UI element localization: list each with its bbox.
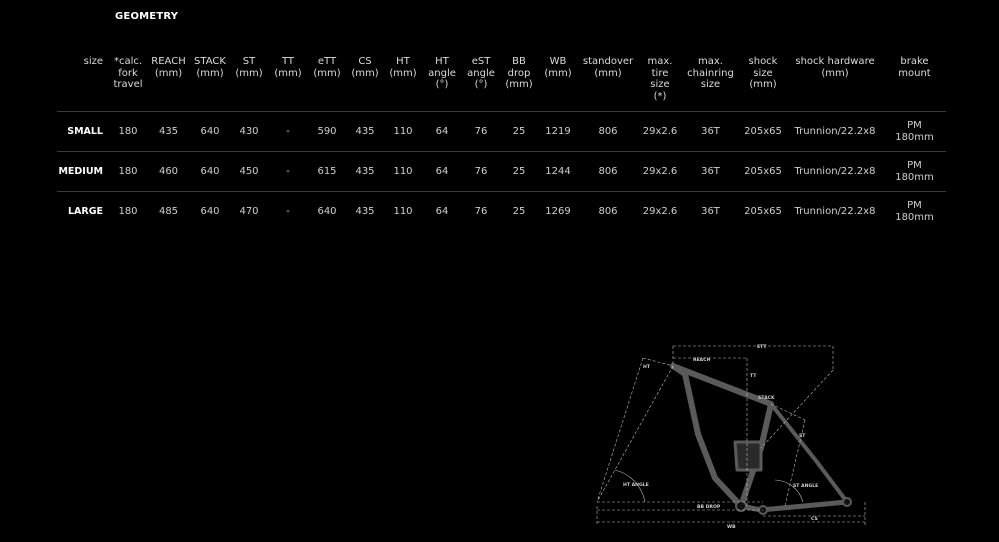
column-header: STACK (mm)	[190, 52, 230, 112]
table-cell: 640	[317, 205, 337, 217]
table-cell: 25	[512, 205, 526, 217]
table-cell: PM 180mm	[895, 200, 934, 223]
column-header-size: size	[57, 52, 109, 112]
column-header: WB (mm)	[538, 52, 578, 112]
table-cell: 1244	[538, 151, 578, 192]
table-cell: 205x65	[739, 111, 787, 152]
table-cell: 76	[474, 205, 488, 217]
table-cell: 640	[200, 205, 220, 217]
column-header: brake mount	[883, 52, 946, 112]
table-cell: 1269	[545, 205, 571, 217]
column-header: HT angle (°)	[422, 52, 462, 112]
table-cell: 640	[190, 111, 230, 152]
table-cell: 615	[308, 151, 346, 192]
wb-label: WB	[727, 524, 736, 530]
table-cell: 435	[346, 111, 384, 152]
table-cell: 205x65	[744, 205, 782, 217]
table-cell: 25	[500, 151, 538, 192]
table-cell: 205x65	[739, 151, 787, 192]
table-cell: 806	[598, 205, 618, 217]
table-cell: 470	[239, 205, 259, 217]
table-cell: 36T	[682, 151, 739, 192]
table-cell: 76	[462, 151, 500, 192]
ht-angle-label: HT ANGLE	[623, 482, 649, 488]
table-row: LARGE 180 485 640 470 - 640 435 110 64 76 25 1269 806…	[57, 192, 946, 232]
table-cell: 76	[462, 111, 500, 152]
column-header: ST (mm)	[230, 52, 268, 112]
bb-drop-label: BB DROP	[697, 504, 721, 510]
page-title: GEOMETRY	[115, 11, 179, 22]
table-cell: 180	[109, 151, 147, 192]
column-header: *calc. fork travel	[109, 52, 147, 112]
column-header: standover (mm)	[578, 52, 638, 112]
column-header: shock hardware (mm)	[787, 52, 883, 112]
angle-arcs	[614, 469, 804, 503]
stack-label: STACK	[758, 395, 775, 401]
table-cell: 435	[147, 111, 190, 152]
size-name-cell: MEDIUM	[57, 151, 109, 192]
tt-label: TT	[750, 373, 757, 379]
table-cell: 25	[500, 111, 538, 152]
table-cell: 450	[230, 151, 268, 192]
column-header: eST angle (°)	[462, 52, 500, 112]
geometry-diagram: ETT REACH TT HT STACK ST HT ANGLE ST ANG…	[585, 330, 875, 542]
table-cell: 430	[230, 111, 268, 152]
table-cell: 110	[384, 151, 422, 192]
column-header: shock size (mm)	[739, 52, 787, 112]
table-cell: 180	[118, 205, 138, 217]
column-header: REACH (mm)	[147, 52, 190, 112]
table-cell: -	[268, 151, 308, 192]
column-header: BB drop (mm)	[500, 52, 538, 112]
ht-label: HT	[643, 364, 651, 370]
reach-label: REACH	[693, 357, 711, 363]
table-cell: 435	[346, 151, 384, 192]
frame-silhouette	[670, 363, 852, 515]
table-cell: 29x2.6	[638, 111, 682, 152]
ett-label: ETT	[757, 344, 767, 350]
table-cell: 590	[308, 111, 346, 152]
table-cell: PM 180mm	[883, 151, 946, 192]
column-header: max. tire size (*)	[638, 52, 682, 112]
dimension-lines	[596, 345, 866, 526]
cs-label: CS	[811, 516, 818, 522]
size-name-cell: SMALL	[57, 111, 109, 152]
column-header: CS (mm)	[346, 52, 384, 112]
table-cell: 110	[393, 205, 413, 217]
table-cell: 640	[190, 151, 230, 192]
column-header: HT (mm)	[384, 52, 422, 112]
table-cell: 64	[422, 151, 462, 192]
table-cell: 29x2.6	[642, 205, 678, 217]
table-cell: -	[268, 111, 308, 152]
table-cell: 36T	[682, 111, 739, 152]
table-cell: PM 180mm	[883, 111, 946, 152]
column-header: TT (mm)	[268, 52, 308, 112]
size-name-cell: LARGE	[67, 205, 103, 217]
table-cell: Trunnion/22.2x8	[794, 205, 876, 217]
table-cell: 435	[355, 205, 375, 217]
table-cell: Trunnion/22.2x8	[787, 111, 883, 152]
table-cell: 180	[109, 111, 147, 152]
table-cell: 64	[435, 205, 449, 217]
table-cell: 1219	[538, 111, 578, 152]
table-cell: 29x2.6	[638, 151, 682, 192]
table-cell: 64	[422, 111, 462, 152]
st-angle-label: ST ANGLE	[793, 483, 818, 489]
table-cell: -	[286, 205, 290, 217]
table-cell: 806	[578, 151, 638, 192]
table-cell: 36T	[701, 205, 720, 217]
table-cell: Trunnion/22.2x8	[787, 151, 883, 192]
column-header: eTT (mm)	[308, 52, 346, 112]
table-cell: 806	[578, 111, 638, 152]
bike-frame-diagram: ETT REACH TT HT STACK ST HT ANGLE ST ANG…	[596, 344, 866, 530]
column-header: max. chainring size	[682, 52, 739, 112]
st-label: ST	[799, 433, 806, 439]
table-cell: 485	[158, 205, 179, 217]
table-cell: 110	[384, 111, 422, 152]
table-cell: 460	[147, 151, 190, 192]
